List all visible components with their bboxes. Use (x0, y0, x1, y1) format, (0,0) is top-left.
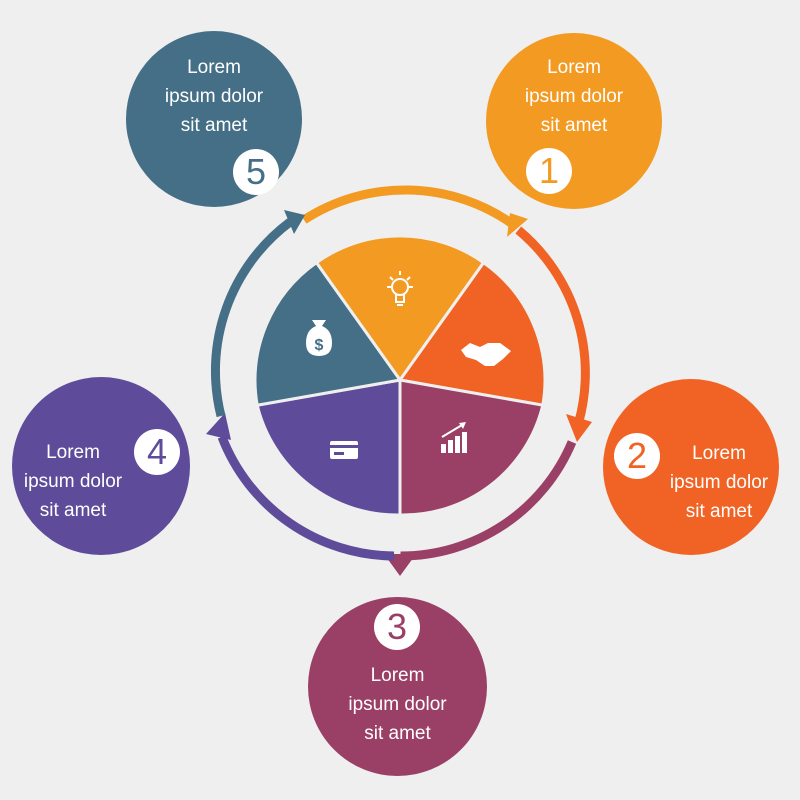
pie-segment-2 (397, 260, 547, 407)
step-2-circle: 2 Lorem ipsum dolor sit amet (603, 379, 779, 555)
step-2-text: Lorem ipsum dolor sit amet (669, 443, 769, 522)
step-5-text: Lorem ipsum dolor sit amet (164, 57, 264, 136)
ring-arc-5 (210, 218, 293, 418)
ring-arrow-2 (566, 414, 592, 442)
step-5-circle: Lorem ipsum dolor sit amet 5 (126, 31, 302, 207)
step-5-number: 5 (233, 149, 279, 195)
step-2-number: 2 (614, 433, 660, 479)
ring-arrow-1 (507, 213, 528, 237)
ring-arc-4 (217, 435, 395, 561)
step-3-number: 3 (374, 604, 420, 650)
step-4-text: Lorem ipsum dolor sit amet (23, 442, 123, 521)
step-1-circle: Lorem ipsum dolor sit amet 1 (486, 33, 662, 209)
pie-segment-3 (398, 378, 545, 517)
step-4-number: 4 (134, 429, 180, 475)
ring-arc-3 (400, 440, 577, 561)
step-1-number: 1 (526, 148, 572, 194)
svg-text:$: $ (315, 337, 324, 354)
ring-arrow-4 (206, 413, 231, 440)
step-1-text: Lorem ipsum dolor sit amet (524, 57, 624, 136)
money-bag-icon: $ (306, 320, 332, 356)
step-3-circle: 3 Lorem ipsum dolor sit amet (308, 597, 487, 776)
handshake-icon (461, 343, 511, 366)
ring-arc-1 (301, 185, 515, 228)
step-3-text: Lorem ipsum dolor sit amet (348, 665, 447, 744)
pie-segment-4 (255, 378, 402, 517)
pie-segment-1 (314, 234, 486, 383)
ring-arrow-5 (284, 210, 305, 234)
step-4-circle: Lorem ipsum dolor sit amet 4 (12, 377, 190, 555)
lightbulb-icon (387, 271, 413, 306)
credit-card-icon (330, 441, 358, 459)
growth-chart-icon (441, 422, 467, 453)
ring-arc-2 (515, 226, 590, 424)
